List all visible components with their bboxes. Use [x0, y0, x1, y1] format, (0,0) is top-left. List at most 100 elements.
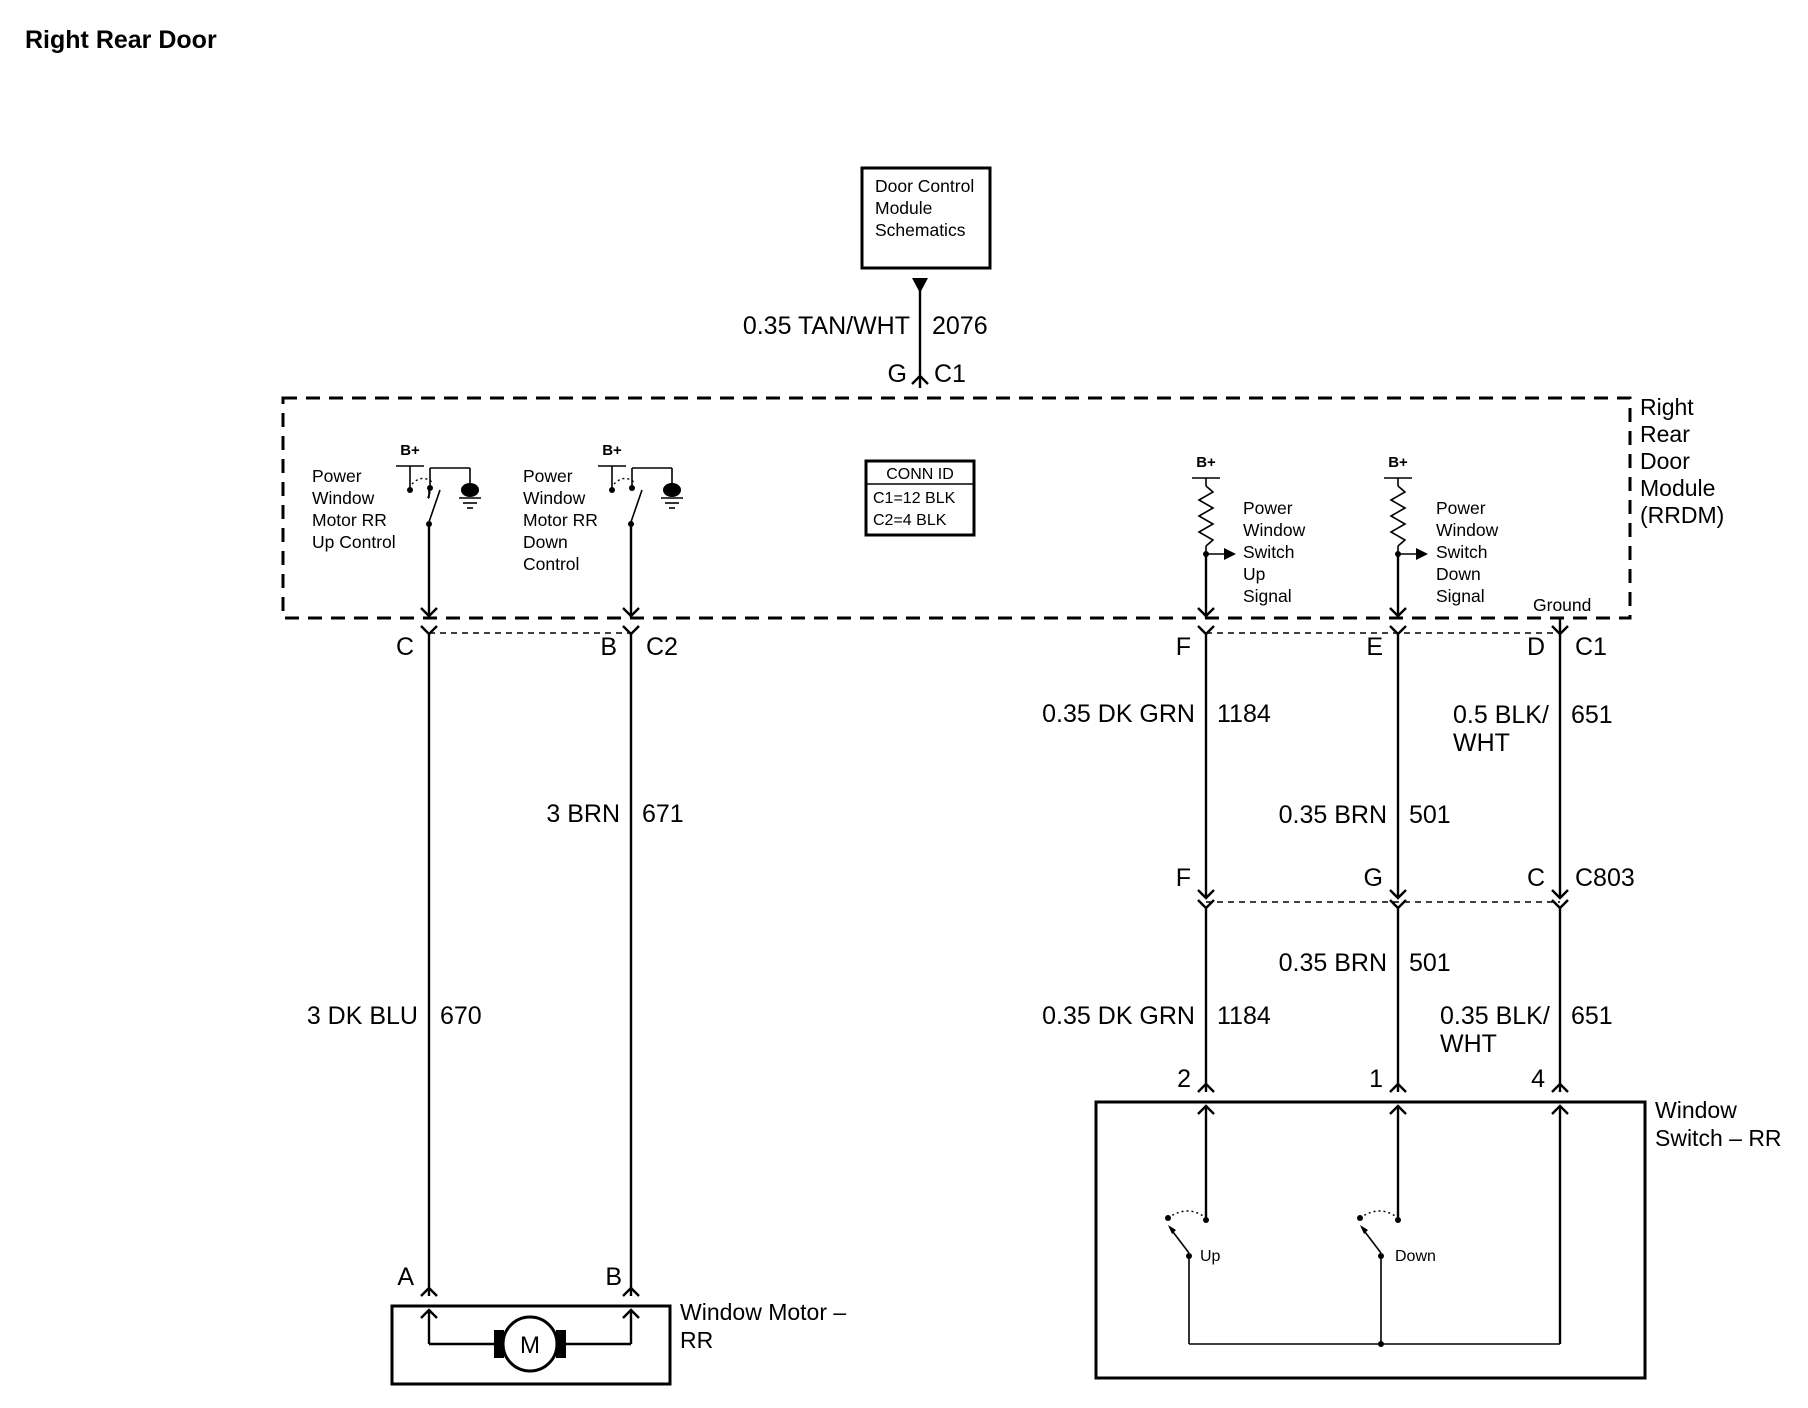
- wire-671-gauge-color: 3 BRN: [546, 800, 620, 828]
- window-motor-label-line2: RR: [680, 1327, 713, 1353]
- up-signal-input: B+ Power Window Switch Up Signal: [1192, 454, 1306, 618]
- window-switch-label-line1: Window: [1655, 1097, 1737, 1123]
- ground-label: Ground: [1533, 595, 1591, 615]
- down-signal-label-line4: Down: [1436, 564, 1481, 584]
- c803-connector-name: C803: [1575, 864, 1635, 892]
- up-signal-label-line2: Window: [1243, 520, 1306, 540]
- c1-pin-e: E: [1366, 633, 1383, 661]
- switch-pin-4: 4: [1531, 1065, 1545, 1093]
- up-control-label-line1: Power: [312, 466, 362, 486]
- c2-connector-name: C2: [646, 633, 678, 661]
- up-control-label-line4: Up Control: [312, 532, 396, 552]
- window-switch-label-line2: Switch – RR: [1655, 1125, 1782, 1151]
- wire-651-lower: 0.35 BLK/ WHT 651: [1440, 906, 1613, 1092]
- b-plus-label: B+: [1196, 454, 1216, 471]
- connector-c2: C B C2: [396, 625, 678, 661]
- dcm-label-line3: Schematics: [875, 220, 966, 240]
- b-plus-label: B+: [1388, 454, 1408, 471]
- b-plus-label: B+: [400, 442, 420, 459]
- wire-1184-upper-circuit: 1184: [1217, 700, 1271, 728]
- down-control-label-line4: Down: [523, 532, 568, 552]
- wire-1184-upper-gauge-color: 0.35 DK GRN: [1042, 700, 1195, 728]
- connector-c1: F E D C1: [1176, 625, 1607, 661]
- down-signal-label-line5: Signal: [1436, 586, 1485, 606]
- conn-id-c2: C2=4 BLK: [873, 512, 947, 529]
- wire-501-lower-gauge-color: 0.35 BRN: [1279, 949, 1387, 977]
- wire-651-lower-gauge-color-2: WHT: [1440, 1030, 1497, 1058]
- c1-connector-name: C1: [1575, 633, 1607, 661]
- window-switch-down-label: Down: [1395, 1248, 1436, 1265]
- up-control-label-line2: Window: [312, 488, 375, 508]
- wire-2076-connector: C1: [934, 360, 966, 388]
- down-signal-label-line1: Power: [1436, 498, 1486, 518]
- rrdm-label-line1: Right: [1640, 394, 1694, 420]
- up-signal-label-line3: Switch: [1243, 542, 1295, 562]
- c2-pin-c: C: [396, 633, 414, 661]
- wire-671-circuit: 671: [642, 800, 684, 828]
- door-control-module-box: Door Control Module Schematics: [860, 166, 992, 270]
- window-switch-rr: 2 1 4 Window Switch – RR Up Down: [1094, 1065, 1782, 1380]
- c803-pin-c: C: [1527, 864, 1545, 892]
- motor-symbol-letter: M: [520, 1332, 540, 1359]
- c2-pin-b: B: [600, 633, 617, 661]
- wire-670-gauge-color: 3 DK BLU: [307, 1002, 418, 1030]
- rrdm-label-line5: (RRDM): [1640, 502, 1724, 528]
- up-signal-label-line5: Signal: [1243, 586, 1292, 606]
- wire-651-upper-gauge-color-2: WHT: [1453, 729, 1510, 757]
- down-signal-label-line2: Window: [1436, 520, 1499, 540]
- connector-c803: F G C C803: [1176, 864, 1635, 910]
- down-signal-label-line3: Switch: [1436, 542, 1488, 562]
- window-motor-rr: A B Window Motor – RR M: [390, 1263, 846, 1386]
- wire-501-upper-gauge-color: 0.35 BRN: [1279, 801, 1387, 829]
- switch-pin-1: 1: [1369, 1065, 1383, 1093]
- motor-pin-a: A: [397, 1263, 414, 1291]
- down-control-switch: B+ Power Window Motor RR Down Control: [523, 442, 683, 618]
- c1-pin-f: F: [1176, 633, 1191, 661]
- wire-501-upper-circuit: 501: [1409, 801, 1451, 829]
- wire-1184-upper: 0.35 DK GRN 1184: [1042, 634, 1271, 898]
- switch-pin-2: 2: [1177, 1065, 1191, 1093]
- up-signal-label-line4: Up: [1243, 564, 1265, 584]
- conn-id-c1: C1=12 BLK: [873, 490, 956, 507]
- wire-651-upper-circuit: 651: [1571, 701, 1613, 729]
- wire-2076-circuit: 2076: [932, 312, 988, 340]
- wire-2076-gauge-color: 0.35 TAN/WHT: [743, 312, 910, 340]
- motor-pin-b: B: [605, 1263, 622, 1291]
- wire-651-upper: 0.5 BLK/ WHT 651: [1453, 634, 1613, 898]
- wire-671: 3 BRN 671: [546, 634, 684, 1296]
- motor-symbol: [501, 1315, 559, 1373]
- wire-1184-lower-gauge-color: 0.35 DK GRN: [1042, 1002, 1195, 1030]
- wire-670: 3 DK BLU 670: [307, 634, 482, 1296]
- down-control-label-line5: Control: [523, 554, 579, 574]
- up-control-label-line3: Motor RR: [312, 510, 387, 530]
- down-control-label-line2: Window: [523, 488, 586, 508]
- c803-pin-f: F: [1176, 864, 1191, 892]
- c1-pin-d: D: [1527, 633, 1545, 661]
- wire-670-circuit: 670: [440, 1002, 482, 1030]
- wire-651-lower-circuit: 651: [1571, 1002, 1613, 1030]
- up-control-switch: B+ Power Window Motor RR Up Control: [312, 442, 481, 618]
- down-control-label-line3: Motor RR: [523, 510, 598, 530]
- conn-id-box: CONN ID C1=12 BLK C2=4 BLK: [864, 459, 976, 537]
- c803-pin-g: G: [1364, 864, 1383, 892]
- wire-501-upper: 0.35 BRN 501: [1279, 634, 1451, 898]
- wire-501-lower-circuit: 501: [1409, 949, 1451, 977]
- window-switch-up-label: Up: [1200, 1248, 1221, 1265]
- rrdm-label-line4: Module: [1640, 475, 1715, 501]
- wire-2076-pin: G: [888, 360, 907, 388]
- wire-501-lower: 0.35 BRN 501: [1279, 906, 1451, 1092]
- dcm-label-line2: Module: [875, 198, 932, 218]
- rrdm-boundary: [281, 396, 1632, 620]
- wire-2076: 0.35 TAN/WHT 2076 G C1: [743, 278, 988, 388]
- rrdm-label-line2: Rear: [1640, 421, 1690, 447]
- dcm-label-line1: Door Control: [875, 176, 974, 196]
- rrdm-label: Right Rear Door Module (RRDM): [1640, 394, 1724, 528]
- conn-id-header: CONN ID: [886, 466, 954, 483]
- wire-1184-lower: 0.35 DK GRN 1184: [1042, 906, 1271, 1092]
- wire-1184-lower-circuit: 1184: [1217, 1002, 1271, 1030]
- down-signal-input: B+ Power Window Switch Down Signal: [1384, 454, 1499, 618]
- down-control-label-line1: Power: [523, 466, 573, 486]
- window-motor-label-line1: Window Motor –: [680, 1299, 846, 1325]
- wire-651-upper-gauge-color-1: 0.5 BLK/: [1453, 701, 1549, 729]
